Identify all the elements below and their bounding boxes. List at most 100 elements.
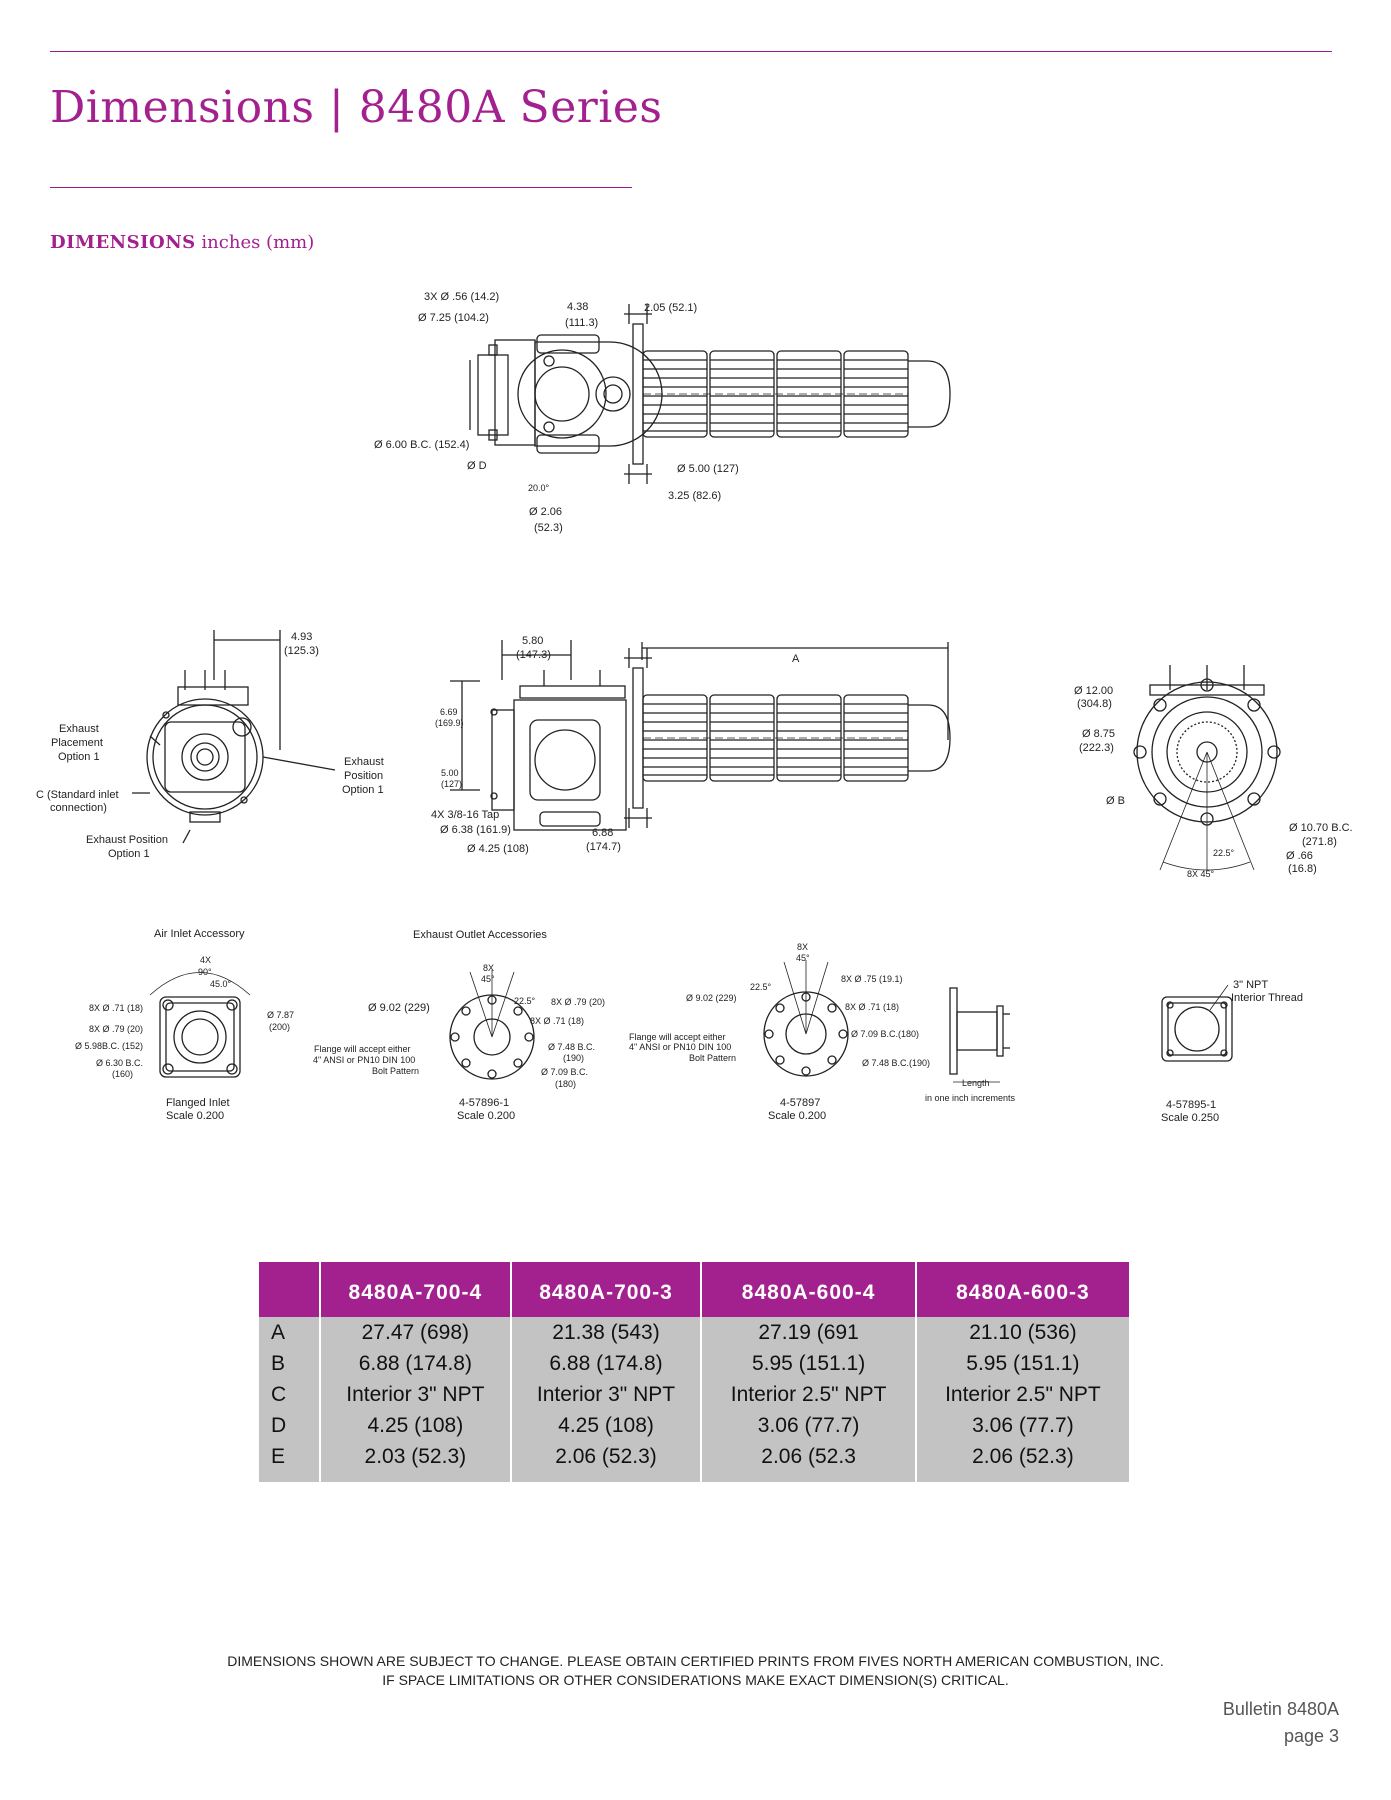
dim-label: Ø 7.09 B.C.: [541, 1067, 588, 1077]
table-cell: 21.10 (536): [914, 1317, 1129, 1348]
disclaimer-line: IF SPACE LIMITATIONS OR OTHER CONSIDERAT…: [382, 1672, 1009, 1688]
dim-label: Flange will accept either: [314, 1044, 411, 1054]
column-header: 8480A-700-3: [509, 1262, 702, 1317]
caption: Scale 0.200: [166, 1110, 224, 1122]
dim-label: (52.3): [534, 522, 563, 534]
column-header: 8480A-700-4: [319, 1262, 511, 1317]
dim-label: Ø 6.38 (161.9): [440, 824, 511, 836]
dim-label: 6.88: [592, 827, 613, 839]
dim-label: (180): [555, 1079, 576, 1089]
row-label: E: [259, 1441, 320, 1482]
dim-label: 3X Ø .56 (14.2): [424, 291, 499, 303]
disclaimer: DIMENSIONS SHOWN ARE SUBJECT TO CHANGE. …: [0, 1652, 1391, 1690]
table-cell: 6.88 (174.8): [509, 1348, 702, 1379]
dim-label: (190): [563, 1053, 584, 1063]
dim-label: (174.7): [586, 841, 621, 853]
dim-label: Ø .66: [1286, 850, 1313, 862]
dim-label: 5.80: [522, 635, 543, 647]
caption: 4-57895-1: [1166, 1099, 1216, 1111]
table-cell: 5.95 (151.1): [700, 1348, 916, 1379]
bulletin-info: Bulletin 8480A page 3: [1223, 1696, 1339, 1750]
dim-label: Ø B: [1106, 795, 1125, 807]
table-cell: 21.38 (543): [509, 1317, 702, 1348]
dim-label: 90°: [198, 967, 212, 977]
dim-label: 8X 45°: [1187, 869, 1215, 879]
dimensions-table: 8480A-700-4 8480A-700-3 8480A-600-4 8480…: [259, 1262, 1129, 1482]
dim-label: Ø 7.87: [267, 1010, 294, 1020]
dim-label: 8X Ø .71 (18): [530, 1016, 584, 1026]
section-units: inches (mm): [201, 232, 315, 253]
dim-label: 4.38: [567, 301, 588, 313]
dim-label: Exhaust: [59, 723, 99, 735]
dim-label: connection): [50, 802, 107, 814]
table-cell: 2.06 (52.3): [914, 1441, 1129, 1482]
dim-label: Placement: [51, 737, 103, 749]
dim-label: 4" ANSI or PN10 DIN 100: [629, 1042, 731, 1052]
dim-label: Interior Thread: [1231, 992, 1303, 1004]
dim-label: 45°: [796, 953, 810, 963]
dim-label: Ø 5.98B.C. (152): [75, 1041, 143, 1051]
row-label: D: [259, 1410, 320, 1441]
row-label: B: [259, 1348, 320, 1379]
dim-label: Option 1: [108, 848, 150, 860]
table-cell: 2.03 (52.3): [319, 1441, 511, 1482]
dim-label: Ø 7.09 B.C.(180): [851, 1029, 919, 1039]
end-view-drawing: [132, 630, 336, 844]
title-underline: [50, 187, 632, 188]
table-row: D 4.25 (108) 4.25 (108) 3.06 (77.7) 3.06…: [259, 1410, 1129, 1441]
dim-label: (111.3): [565, 317, 598, 329]
air-inlet-title: Air Inlet Accessory: [154, 928, 245, 940]
dim-label: Ø 10.70 B.C.: [1289, 822, 1353, 834]
top-view-drawing: [469, 304, 950, 484]
dim-label: C (Standard inlet: [36, 789, 119, 801]
dim-label: Ø 12.00: [1074, 685, 1113, 697]
dim-label: Ø 7.25 (104.2): [418, 312, 489, 324]
dim-label: 3.25 (82.6): [668, 490, 721, 502]
table-cell: Interior 2.5" NPT: [914, 1379, 1129, 1410]
dim-label: Ø D: [467, 460, 487, 472]
section-label: DIMENSIONS: [50, 232, 196, 253]
dim-label: 8X Ø .71 (18): [89, 1003, 143, 1013]
table-row: C Interior 3" NPT Interior 3" NPT Interi…: [259, 1379, 1129, 1410]
technical-drawings: 3X Ø .56 (14.2) Ø 7.25 (104.2) 4.38 (111…: [36, 291, 1353, 1124]
dim-label: Bolt Pattern: [689, 1053, 736, 1063]
dim-label: 4" ANSI or PN10 DIN 100: [313, 1055, 415, 1065]
dim-label: A: [792, 653, 800, 665]
dim-label: (147.3): [516, 649, 551, 661]
disclaimer-line: DIMENSIONS SHOWN ARE SUBJECT TO CHANGE. …: [227, 1653, 1164, 1669]
caption: 4-57897: [780, 1097, 820, 1109]
dim-label: (304.8): [1077, 698, 1112, 710]
dim-label: Exhaust: [344, 756, 384, 768]
dim-label: 8X Ø .71 (18): [845, 1002, 899, 1012]
dim-label: (271.8): [1302, 836, 1337, 848]
caption: 4-57896-1: [459, 1097, 509, 1109]
flanged-inlet-drawing: [149, 972, 251, 1078]
caption: Scale 0.200: [768, 1110, 826, 1122]
table-row: E 2.03 (52.3) 2.06 (52.3) 2.06 (52.3 2.0…: [259, 1441, 1129, 1482]
dim-label: Option 1: [58, 751, 100, 763]
dim-label: 4.93: [291, 631, 312, 643]
dim-label: (127): [441, 779, 462, 789]
dim-label: Ø 5.00 (127): [677, 463, 739, 475]
length-part-drawing: [949, 987, 1010, 1083]
dim-label: Ø 9.02 (229): [368, 1002, 430, 1014]
dim-label: 45°: [481, 974, 495, 984]
table-cell: 27.19 (691: [700, 1317, 916, 1348]
flange-end-drawing: [1133, 665, 1281, 871]
dim-label: (125.3): [284, 645, 319, 657]
dim-label: 8X Ø .75 (19.1): [841, 974, 903, 984]
dim-label: Ø 7.48 B.C.: [548, 1042, 595, 1052]
table-cell: 4.25 (108): [509, 1410, 702, 1441]
column-header: 8480A-600-4: [700, 1262, 916, 1317]
table-header-row: 8480A-700-4 8480A-700-3 8480A-600-4 8480…: [259, 1262, 1129, 1317]
dim-label: Ø 7.48 B.C.(190): [862, 1058, 930, 1068]
dim-label: (222.3): [1079, 742, 1114, 754]
table-row: B 6.88 (174.8) 6.88 (174.8) 5.95 (151.1)…: [259, 1348, 1129, 1379]
dim-label: 20.0°: [528, 483, 550, 493]
dim-label: 22.5°: [750, 982, 772, 992]
caption: Flanged Inlet: [166, 1097, 230, 1109]
dim-label: 8X: [483, 963, 494, 973]
dim-label: Ø 9.02 (229): [686, 993, 737, 1003]
dim-label: 2.05 (52.1): [644, 302, 697, 314]
dim-label: Exhaust Position: [86, 834, 168, 846]
